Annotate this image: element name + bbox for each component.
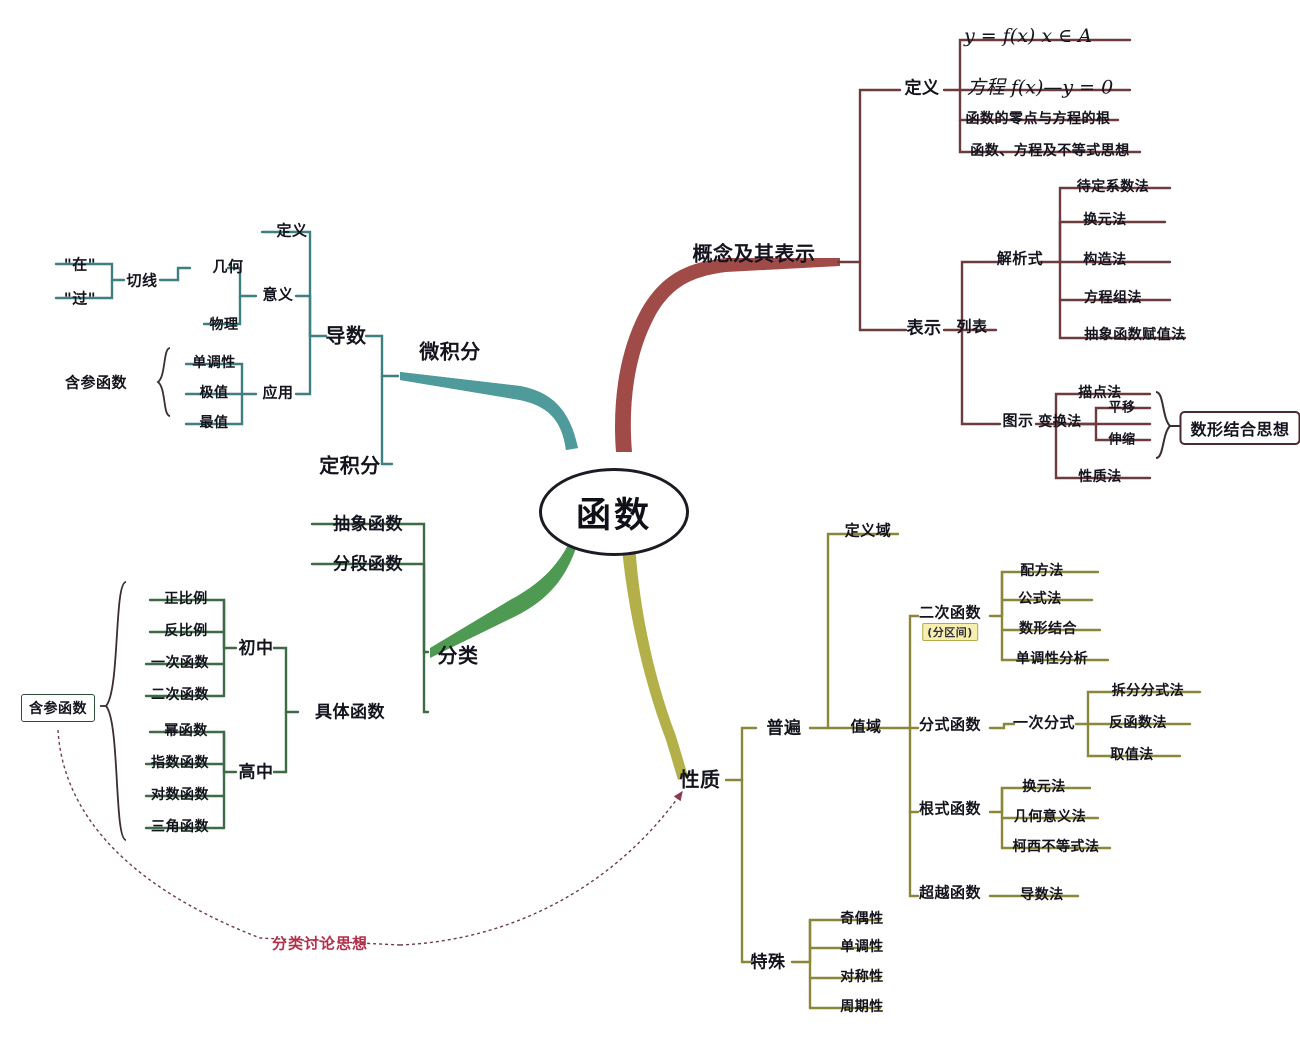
node-tangent[interactable]: 切线 <box>126 271 158 290</box>
range-radical[interactable]: 根式函数 <box>918 799 982 818</box>
derivative-meaning[interactable]: 意义 <box>262 285 294 304</box>
junior-item-0: 正比例 <box>164 591 208 607</box>
center-node[interactable]: 函数 <box>539 468 689 556</box>
transcendental-item-0: 导数法 <box>1020 887 1064 903</box>
node-graph[interactable]: 图示 <box>1002 411 1034 430</box>
radical-item-0: 换元法 <box>1022 779 1066 795</box>
radical-item-1: 几何意义法 <box>1013 809 1087 825</box>
fractional-item-0: 拆分分式法 <box>1111 683 1185 699</box>
meaning-physics: 物理 <box>209 317 239 333</box>
junior-item-3: 二次函数 <box>151 687 209 703</box>
analytic-item-2: 构造法 <box>1083 252 1127 268</box>
radical-item-2: 柯西不等式法 <box>1012 839 1100 855</box>
senior-item-0: 幂函数 <box>164 723 208 739</box>
analytic-item-4: 抽象函数赋值法 <box>1084 327 1186 343</box>
analytic-item-1: 换元法 <box>1083 212 1127 228</box>
node-definite-integral[interactable]: 定积分 <box>319 453 381 478</box>
senior-item-2: 对数函数 <box>151 787 209 803</box>
derivative-definition[interactable]: 定义 <box>276 221 308 240</box>
node-abstract-function[interactable]: 抽象函数 <box>333 514 403 535</box>
special-item-2: 对称性 <box>840 969 884 985</box>
special-item-1: 单调性 <box>840 939 884 955</box>
dashed-link-classification-thought <box>57 729 401 946</box>
quadratic-item-0: 配方法 <box>1020 563 1064 579</box>
dashed-link-to-property <box>399 790 683 946</box>
analytic-item-3: 方程组法 <box>1084 290 1142 306</box>
range-transcendental[interactable]: 超越函数 <box>918 883 982 902</box>
node-representation[interactable]: 表示 <box>906 318 942 339</box>
node-senior-high[interactable]: 高中 <box>238 762 274 783</box>
brace-label-param-calculus: 含参函数 <box>64 373 128 392</box>
trunk-concept <box>615 258 840 452</box>
range-fractional[interactable]: 分式函数 <box>918 715 982 734</box>
junior-item-1: 反比例 <box>164 623 208 639</box>
node-derivative[interactable]: 导数 <box>325 323 367 348</box>
quadratic-item-3: 单调性分析 <box>1015 651 1089 667</box>
note-classification-thought: 分类讨论思想 <box>271 934 369 953</box>
definition-item-formula: y = f(x) x ∈ A <box>964 25 1092 47</box>
graph-item-2: 性质法 <box>1078 469 1122 485</box>
range-quadratic[interactable]: 二次函数 <box>918 603 982 622</box>
node-analytic-expression[interactable]: 解析式 <box>996 249 1044 268</box>
node-junior-high[interactable]: 初中 <box>238 638 274 659</box>
branch-label-calculus[interactable]: 微积分 <box>419 339 481 364</box>
transform-item-shift: 平移 <box>1108 400 1136 416</box>
transform-item-scale: 伸缩 <box>1108 432 1136 448</box>
fractional-item-1: 反函数法 <box>1109 715 1167 731</box>
definition-item-zero-root: 函数的零点与方程的根 <box>965 111 1111 127</box>
box-param-function[interactable]: 含参函数 <box>21 694 95 722</box>
special-item-3: 周期性 <box>840 999 884 1015</box>
trunk-classification <box>430 522 582 658</box>
box-number-shape-thought[interactable]: 数形结合思想 <box>1179 411 1300 445</box>
branch-label-concept[interactable]: 概念及其表示 <box>692 241 816 266</box>
branch-label-property[interactable]: 性质 <box>679 767 721 792</box>
quadratic-item-1: 公式法 <box>1018 591 1062 607</box>
range-fractional-sub[interactable]: 一次分式 <box>1012 713 1076 732</box>
graph-item-1: 变换法 <box>1038 414 1082 430</box>
derivative-application[interactable]: 应用 <box>262 383 294 402</box>
definition-item-thought: 函数、方程及不等式思想 <box>970 143 1130 159</box>
graph-item-0: 描点法 <box>1078 385 1122 401</box>
trunk-property <box>620 522 688 780</box>
node-piecewise-function[interactable]: 分段函数 <box>333 554 403 575</box>
senior-item-3: 三角函数 <box>151 819 209 835</box>
node-domain[interactable]: 定义域 <box>844 521 892 540</box>
brace-param-calculus <box>156 347 171 417</box>
trunk-calculus-2 <box>400 372 578 450</box>
node-general[interactable]: 普遍 <box>766 718 802 739</box>
node-concrete-function[interactable]: 具体函数 <box>315 702 385 723</box>
analytic-item-0: 待定系数法 <box>1076 179 1150 195</box>
senior-item-1: 指数函数 <box>151 755 209 771</box>
node-definition[interactable]: 定义 <box>904 78 940 99</box>
node-special[interactable]: 特殊 <box>750 952 786 973</box>
junior-item-2: 一次函数 <box>151 655 209 671</box>
application-monotonic: 单调性 <box>192 355 236 371</box>
meaning-geometry[interactable]: 几何 <box>212 257 244 276</box>
brace-number-shape <box>1155 391 1172 459</box>
brace-param-classification <box>104 581 127 841</box>
range-quadratic-tag: (分区间) <box>922 623 978 641</box>
node-table[interactable]: 列表 <box>956 317 988 336</box>
tangent-at: "在" <box>63 255 97 274</box>
application-maximum: 最值 <box>199 415 229 431</box>
definition-item-equation: 方程 f(x)—y = 0 <box>966 76 1114 99</box>
tangent-through: "过" <box>63 289 97 308</box>
quadratic-item-2: 数形结合 <box>1019 621 1077 637</box>
application-extremum: 极值 <box>199 385 229 401</box>
node-range[interactable]: 值域 <box>850 717 882 736</box>
branch-label-classification[interactable]: 分类 <box>437 643 479 668</box>
fractional-item-2: 取值法 <box>1110 747 1154 763</box>
special-item-0: 奇偶性 <box>840 911 884 927</box>
